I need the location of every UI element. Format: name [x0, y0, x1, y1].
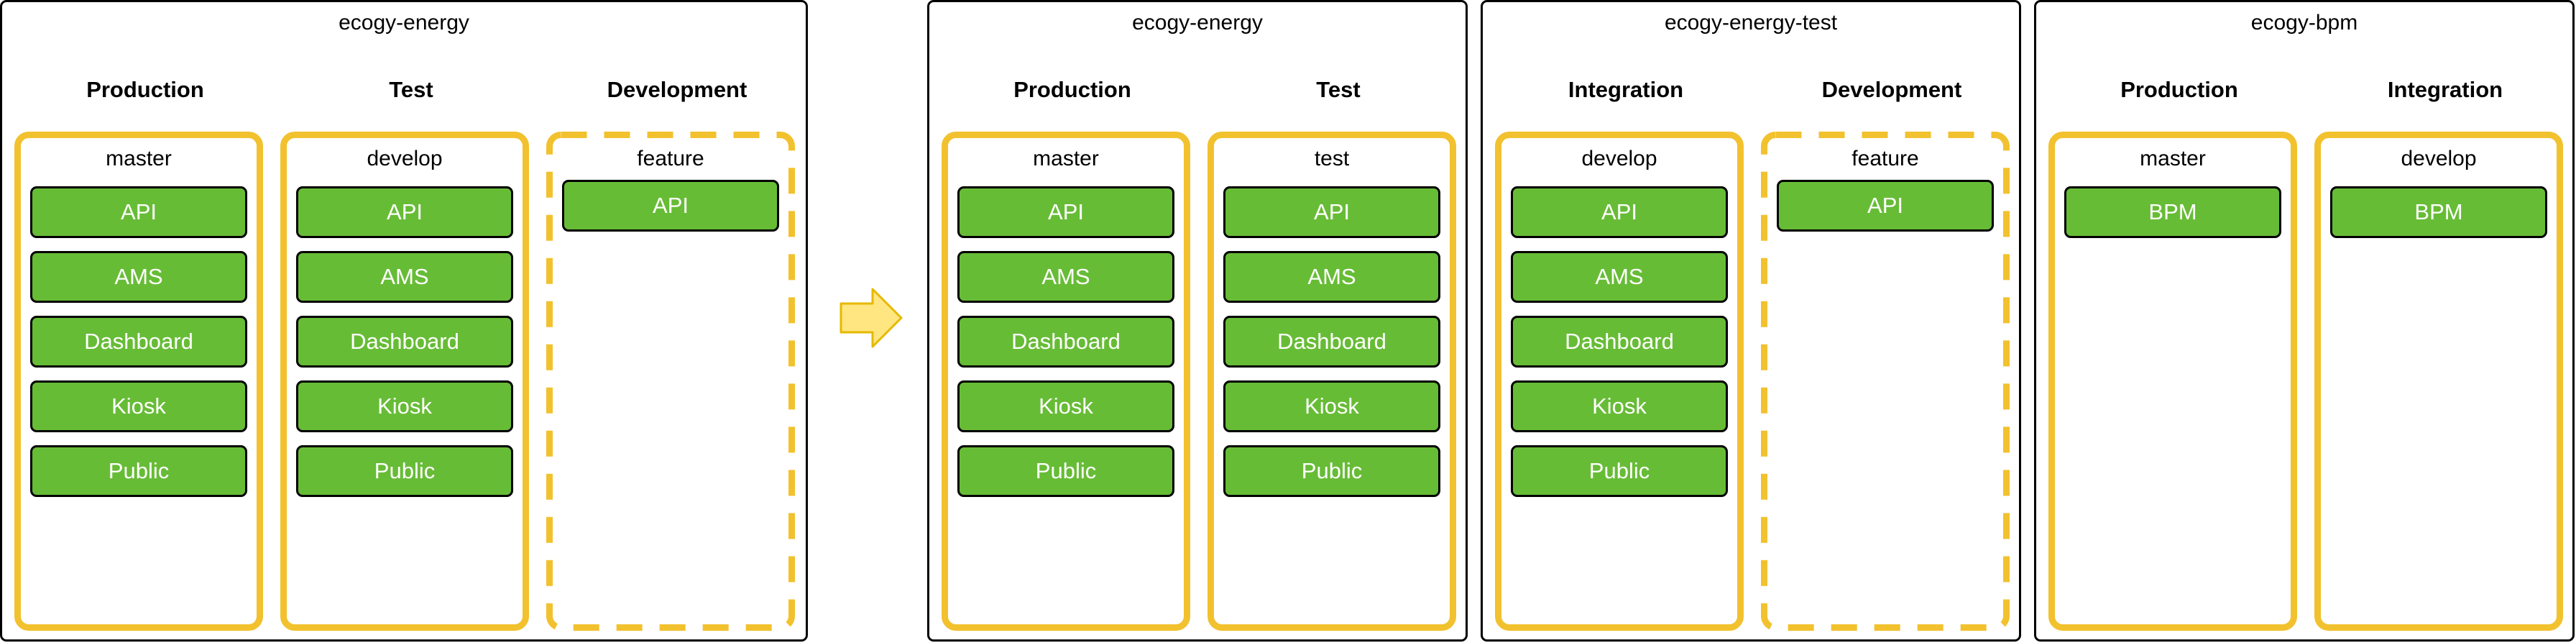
service-box: Kiosk: [296, 380, 513, 432]
service-box: AMS: [30, 251, 247, 303]
service-box: Dashboard: [1223, 316, 1440, 368]
service-box: AMS: [957, 251, 1174, 303]
right-panel: ecogy-energy Production Test master API …: [927, 0, 1468, 642]
dashed-border: [546, 132, 795, 631]
env-label: Development: [607, 77, 748, 102]
service-box: API: [957, 186, 1174, 238]
service-box: API: [562, 180, 779, 232]
panel-title: ecogy-energy-test: [1664, 11, 1838, 35]
env-label: Test: [389, 77, 433, 102]
right-arrow-icon: [840, 288, 903, 348]
panel-title: ecogy-energy: [1132, 11, 1263, 35]
service-box: API: [1777, 180, 1994, 232]
left-panel: ecogy-energy Production Test Development…: [0, 0, 808, 642]
env-label: Production: [86, 77, 204, 102]
panel-title: ecogy-bpm: [2250, 11, 2358, 35]
dashed-border: [1761, 132, 2010, 631]
service-box: Kiosk: [957, 380, 1174, 432]
branch-box: develop API AMS Dashboard Kiosk Public: [280, 132, 529, 631]
service-box: Kiosk: [1223, 380, 1440, 432]
branch-label: feature: [1852, 147, 1919, 170]
panel-title: ecogy-energy: [339, 11, 469, 35]
service-box: BPM: [2064, 186, 2281, 238]
env-label: Integration: [1568, 77, 1684, 102]
service-box: API: [1223, 186, 1440, 238]
service-box: Dashboard: [30, 316, 247, 368]
branch-label: feature: [637, 147, 704, 170]
service-box: API: [1511, 186, 1728, 238]
service-box: Dashboard: [296, 316, 513, 368]
service-box: Public: [957, 445, 1174, 497]
env-label: Development: [1821, 77, 1962, 102]
branch-label: master: [2140, 147, 2206, 170]
env-label: Test: [1316, 77, 1361, 102]
branch-box: master API AMS Dashboard Kiosk Public: [14, 132, 263, 631]
branch-box: develop BPM: [2314, 132, 2563, 631]
branch-label: develop: [367, 147, 443, 170]
service-box: Kiosk: [30, 380, 247, 432]
branch-box-dashed: feature API: [546, 132, 795, 631]
service-box: Public: [296, 445, 513, 497]
env-label: Production: [1013, 77, 1131, 102]
env-label: Production: [2120, 77, 2238, 102]
branch-box-dashed: feature API: [1761, 132, 2010, 631]
service-box: Public: [30, 445, 247, 497]
service-box: Kiosk: [1511, 380, 1728, 432]
branch-box: master API AMS Dashboard Kiosk Public: [942, 132, 1190, 631]
service-box: Public: [1223, 445, 1440, 497]
env-label: Integration: [2387, 77, 2503, 102]
service-box: Dashboard: [957, 316, 1174, 368]
branch-label: master: [1033, 147, 1099, 170]
service-box: AMS: [1223, 251, 1440, 303]
service-box: Public: [1511, 445, 1728, 497]
service-box: BPM: [2330, 186, 2547, 238]
branch-label: develop: [1581, 147, 1657, 170]
branch-box: develop API AMS Dashboard Kiosk Public: [1495, 132, 1744, 631]
branch-label: test: [1314, 147, 1350, 170]
branch-label: develop: [2401, 147, 2477, 170]
service-box: Dashboard: [1511, 316, 1728, 368]
branch-box: master BPM: [2048, 132, 2297, 631]
service-box: AMS: [1511, 251, 1728, 303]
right-panel: ecogy-bpm Production Integration master …: [2034, 0, 2575, 642]
service-box: AMS: [296, 251, 513, 303]
branch-label: master: [106, 147, 172, 170]
service-box: API: [30, 186, 247, 238]
right-panel: ecogy-energy-test Integration Developmen…: [1481, 0, 2021, 642]
service-box: API: [296, 186, 513, 238]
branch-box: test API AMS Dashboard Kiosk Public: [1208, 132, 1456, 631]
